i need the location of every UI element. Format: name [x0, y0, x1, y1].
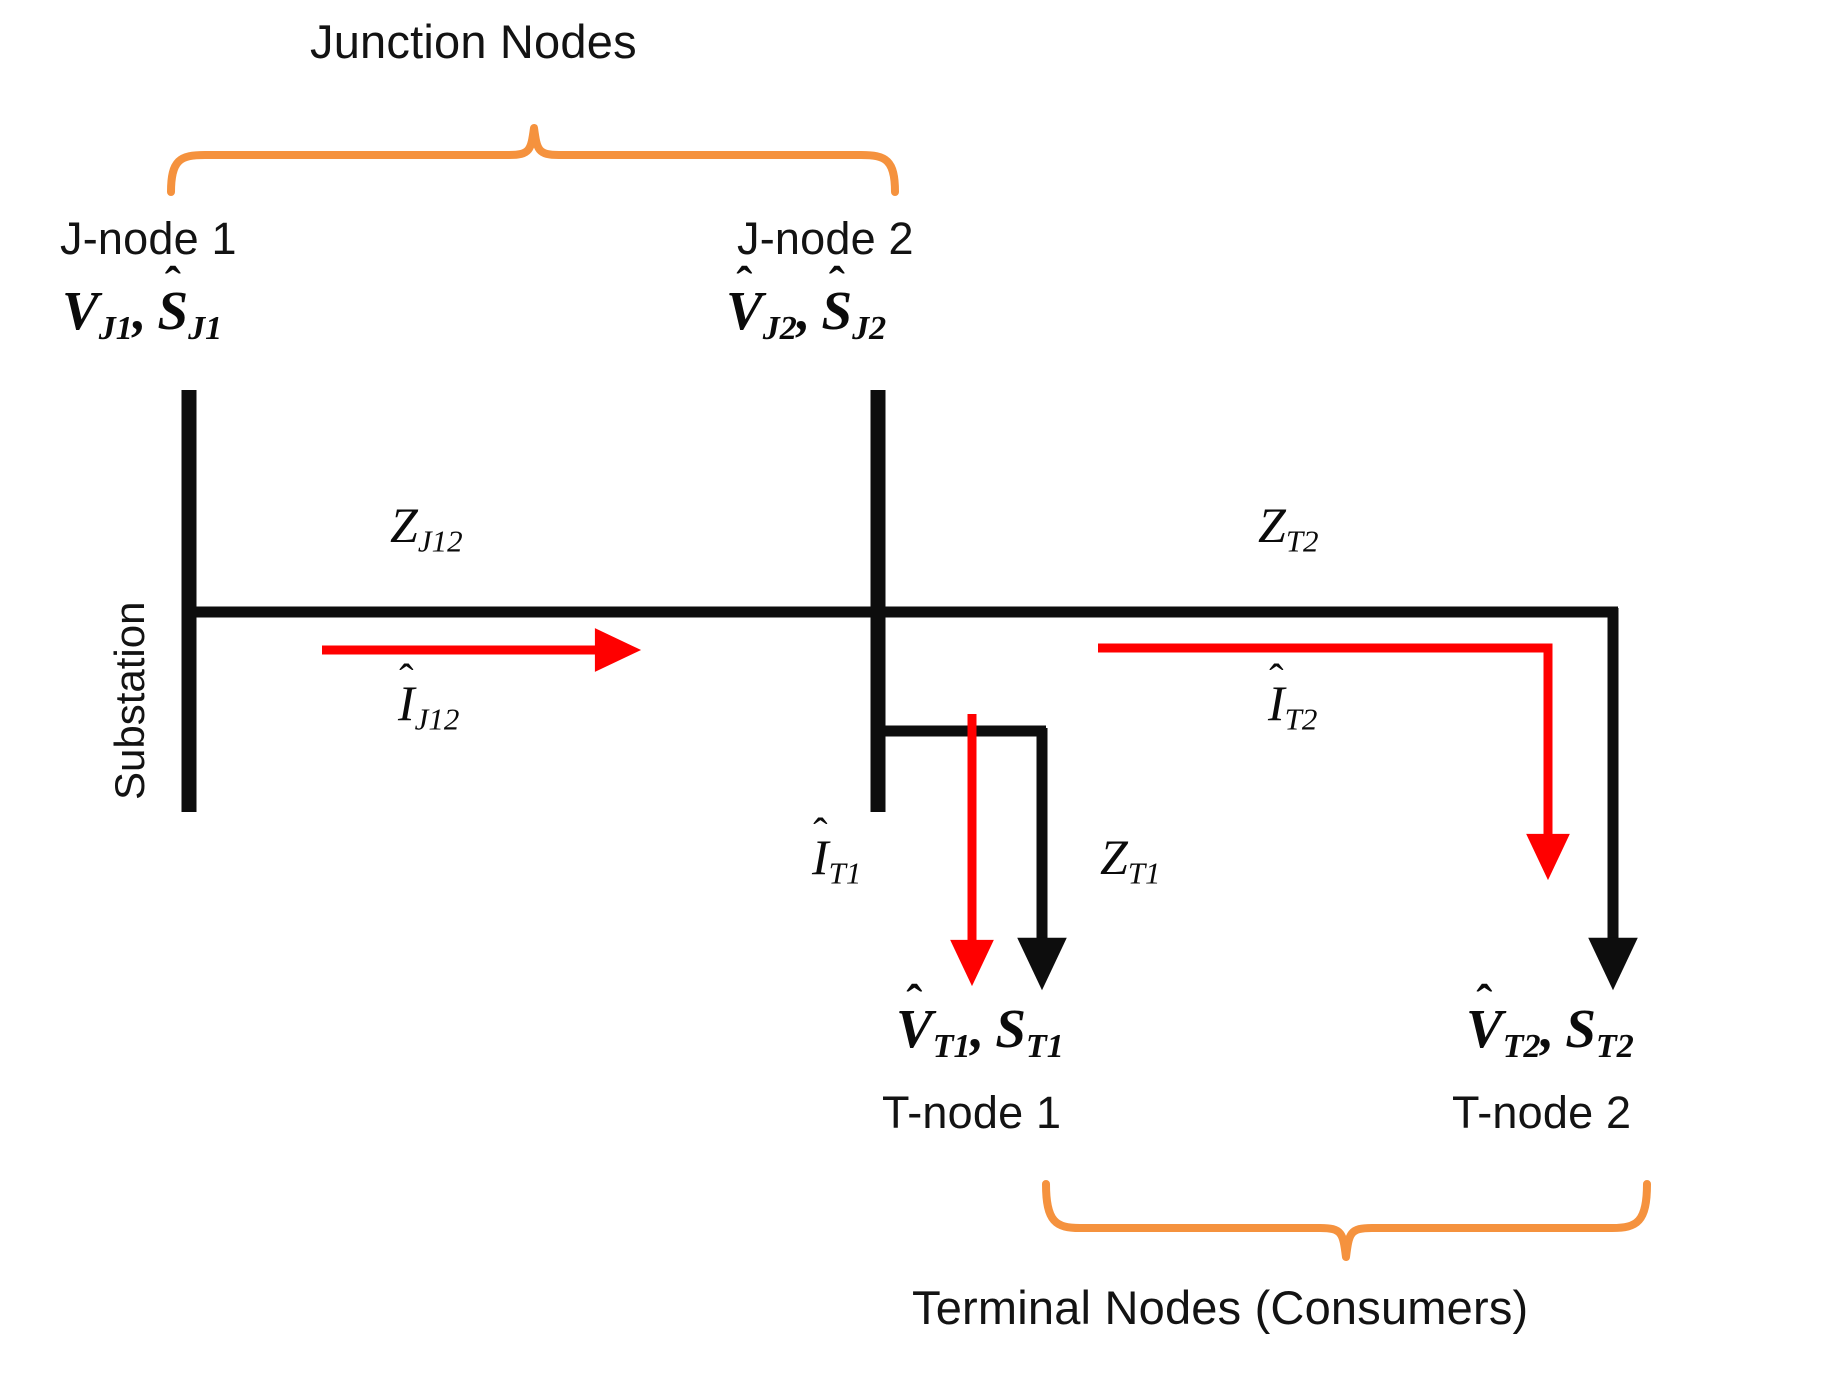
jnode-1-voltage-symbol: V	[62, 280, 99, 341]
brace-terminal-nodes	[1042, 1180, 1651, 1261]
jnode-1-quantities: VJ1, ̂ SJ1	[62, 280, 223, 348]
jnode-2-power-subscript: J2	[852, 310, 887, 348]
jnode-1-power-subscript: J1	[188, 310, 223, 348]
tnode-1-comma: ,	[970, 998, 985, 1059]
jnode-2-power-symbol: ̂ S	[821, 280, 853, 341]
branch-t2-impedance-label: ZT2	[1258, 500, 1319, 557]
current-subscript-it2: T2	[1284, 701, 1318, 737]
impedance-subscript-zt2: T2	[1285, 523, 1319, 559]
impedance-symbol-zt1: Z	[1100, 829, 1128, 885]
jnode-1-voltage-subscript: J1	[98, 310, 133, 348]
jnode-2-quantities: ̂ VJ2, ̂ SJ2	[726, 280, 887, 348]
jnode-1-name: J-node 1	[60, 213, 237, 264]
current-symbol-it1: ̂ I	[812, 829, 829, 885]
tnode-1-power-symbol: S	[995, 998, 1026, 1059]
impedance-symbol-zt2: Z	[1258, 497, 1286, 553]
current-arrow-it2	[1098, 643, 1570, 881]
current-symbol-it2: ̂ I	[1268, 675, 1285, 731]
branch-j12-current-label: ̂ IJ12	[398, 678, 459, 735]
tnode-2-power-symbol: S	[1565, 998, 1596, 1059]
tnode-2-voltage-subscript: T2	[1502, 1028, 1541, 1066]
tnode-1-voltage-subscript: T1	[932, 1028, 971, 1066]
jnode-2-comma: ,	[796, 280, 811, 341]
branch-t1-current-label: ̂ IT1	[812, 832, 861, 889]
tnode-1-quantities: ̂ VT1, ST1	[896, 998, 1064, 1066]
substation-label: Substation	[106, 601, 153, 800]
jnode-2-voltage-subscript: J2	[762, 310, 797, 348]
tnode-2-comma: ,	[1540, 998, 1555, 1059]
jnode-2-voltage-symbol: ̂ V	[726, 280, 763, 341]
tnode-1-power-subscript: T1	[1025, 1028, 1064, 1066]
current-symbol-ij12: ̂ I	[398, 675, 415, 731]
current-subscript-ij12: J12	[414, 701, 460, 737]
tnode-2-name: T-node 2	[1452, 1087, 1632, 1138]
jnode-1-power-symbol: ̂ S	[157, 280, 189, 341]
terminal-nodes-group-label: Terminal Nodes (Consumers)	[912, 1281, 1529, 1334]
impedance-symbol-zj12: Z	[390, 497, 418, 553]
branch-t2-current-label: ̂ IT2	[1268, 678, 1317, 735]
branch-j12-impedance-label: ZJ12	[390, 500, 463, 557]
current-subscript-it1: T1	[828, 855, 862, 891]
tnode-2-quantities: ̂ VT2, ST2	[1466, 998, 1634, 1066]
tnode-1-name: T-node 1	[882, 1087, 1062, 1138]
tnode-1-voltage-symbol: ̂ V	[896, 998, 933, 1059]
impedance-subscript-zt1: T1	[1127, 855, 1161, 891]
tnode-2-power-subscript: T2	[1595, 1028, 1634, 1066]
jnode-1-comma: ,	[132, 280, 147, 341]
jnode-2-name: J-node 2	[737, 213, 914, 264]
branch-t1-impedance-label: ZT1	[1100, 832, 1161, 889]
impedance-subscript-zj12: J12	[417, 523, 463, 559]
junction-nodes-group-label: Junction Nodes	[310, 15, 637, 68]
tnode-2-voltage-symbol: ̂ V	[1466, 998, 1503, 1059]
brace-junction-nodes	[167, 124, 899, 196]
